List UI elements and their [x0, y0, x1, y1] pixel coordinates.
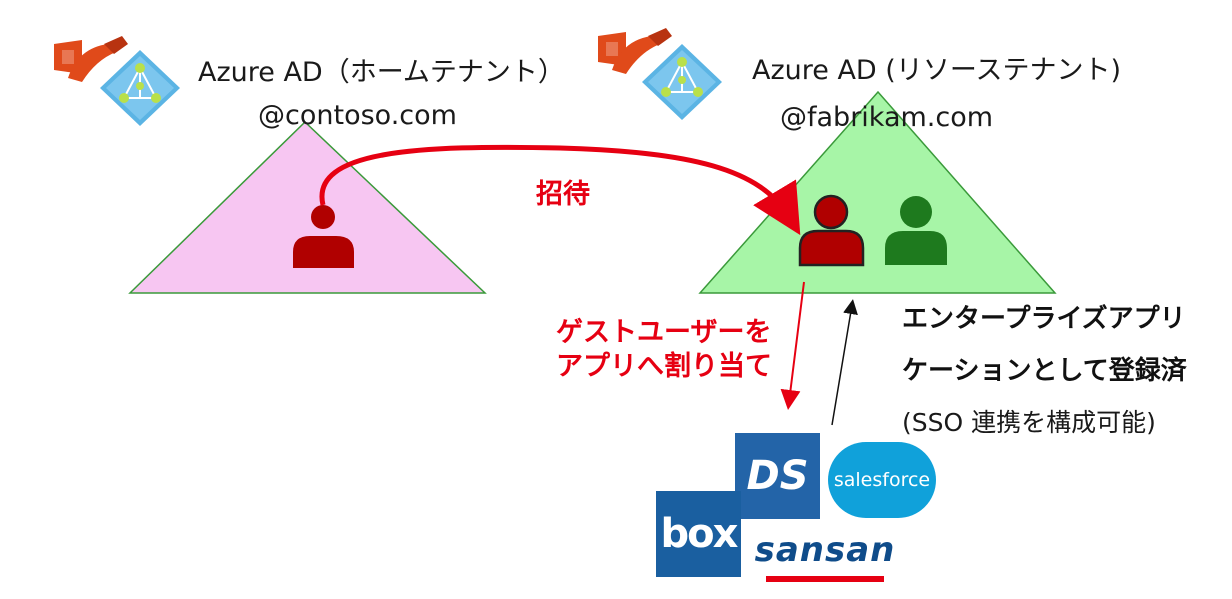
- enterprise-label-line2: ケーションとして登録済: [902, 356, 1187, 386]
- enterprise-label-line3: (SSO 連携を構成可能): [902, 408, 1156, 437]
- box-logo: box: [656, 491, 741, 577]
- azure-ad-icon: [642, 44, 722, 120]
- sansan-underline: [766, 576, 884, 582]
- office-pen-icon: [54, 36, 128, 82]
- office-pen-icon: [598, 28, 672, 74]
- assign-label-line1: ゲストユーザーを: [556, 317, 772, 348]
- resource-tenant-title: Azure AD (リソーステナント): [752, 55, 1122, 86]
- enterprise-label-line1: エンタープライズアプリ: [902, 304, 1186, 334]
- home-tenant-title: Azure AD（ホームテナント）: [198, 57, 565, 88]
- invite-label: 招待: [536, 179, 590, 210]
- assign-label-line2: アプリへ割り当て: [556, 351, 772, 382]
- salesforce-logo: salesforce: [828, 442, 936, 518]
- user-icon: [798, 194, 865, 267]
- sso-arrow: [831, 299, 858, 426]
- azure-ad-icon: [100, 50, 180, 126]
- resource-tenant-domain: @fabrikam.com: [780, 102, 994, 133]
- assign-arrow: [780, 281, 805, 410]
- sansan-logo: sansan: [754, 530, 896, 570]
- user-icon: [885, 196, 947, 265]
- invite-arrow: [319, 144, 801, 236]
- home-tenant-triangle: [128, 120, 487, 294]
- user-icon: [293, 205, 354, 268]
- docusign-logo: DS: [735, 433, 820, 519]
- home-tenant-domain: @contoso.com: [258, 100, 457, 131]
